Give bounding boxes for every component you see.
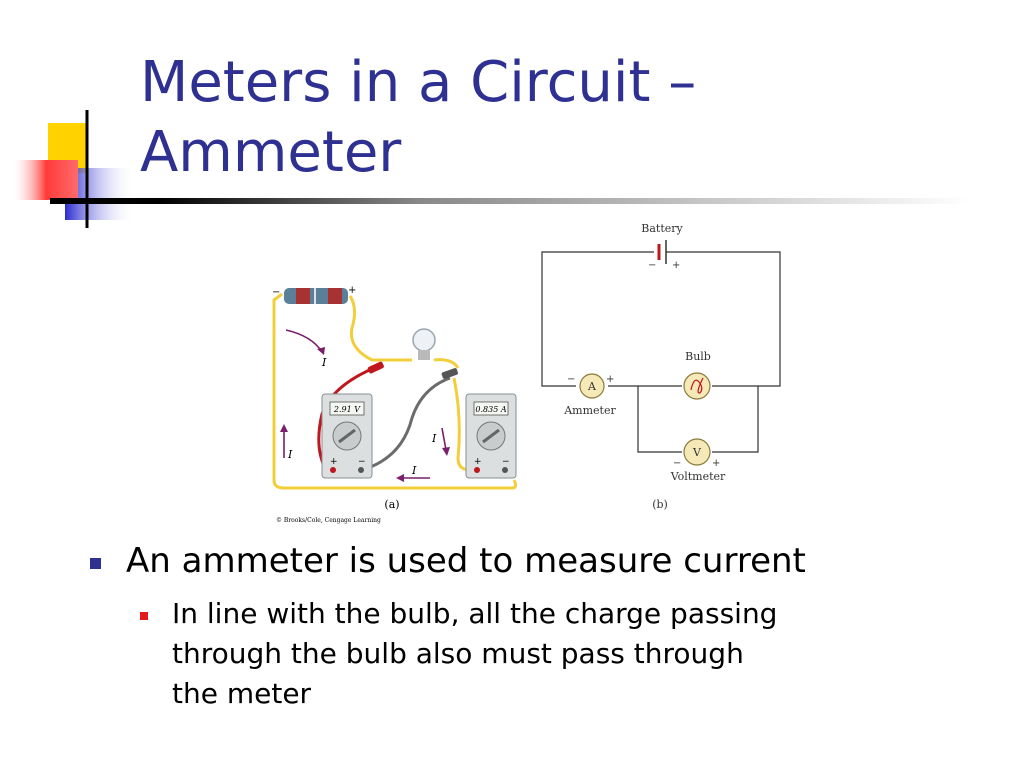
ammeter-minus-b: −: [567, 374, 575, 385]
current-label-left: I: [287, 448, 293, 461]
voltmeter-plus-a: +: [330, 457, 338, 467]
voltmeter-plus-b: +: [712, 458, 720, 469]
bullet-sub-line-2: through the bulb also must pass through: [172, 637, 744, 670]
title-underline: [50, 198, 970, 204]
current-label-right: I: [431, 432, 437, 445]
battery-label: Battery: [641, 222, 683, 235]
ammeter-symbol-circle: [579, 373, 605, 399]
corner-decoration: [10, 110, 140, 230]
bullet-sub: In line with the bulb, all the charge pa…: [172, 594, 952, 714]
ammeter-plus-b: +: [606, 374, 614, 385]
voltmeter-reading: 2.91 V: [333, 405, 361, 414]
voltmeter-minus-b: −: [673, 458, 681, 469]
circuit-figure-graphic: − + I I I I 2.91 V: [272, 222, 781, 524]
title-line-2: Ammeter: [140, 120, 402, 185]
ammeter-symbol: A: [587, 380, 597, 393]
ammeter-device: 0.835 A + −: [465, 393, 517, 479]
voltmeter-symbol-circle: [683, 438, 711, 466]
voltmeter-minus-a: −: [358, 457, 366, 467]
circuit-figure: − + I I I I 2.91 V: [262, 218, 802, 528]
battery-minus-b: −: [648, 260, 656, 271]
ammeter-reading: 0.835 A: [475, 405, 506, 414]
bullet-main: An ammeter is used to measure current: [126, 541, 806, 581]
bulb-a: [412, 328, 436, 352]
bullet-sub-line-3: the meter: [172, 677, 312, 710]
voltmeter-symbol: V: [692, 446, 702, 459]
figure-a-photo: − + I I I I 2.91 V: [272, 285, 518, 524]
battery-minus-a: −: [272, 287, 280, 298]
figure-b-schematic: [541, 240, 781, 466]
bullet-marker-main: [90, 558, 101, 569]
voltmeter-label: Voltmeter: [670, 470, 726, 483]
title-line-1: Meters in a Circuit –: [140, 50, 697, 115]
figure-b-labels: Battery − + Bulb A − + Ammeter V − + Vol…: [563, 222, 726, 511]
corner-decoration-graphic: [14, 110, 135, 228]
bullet-marker-sub: [140, 612, 148, 620]
ammeter-plus-a: +: [474, 457, 482, 467]
voltmeter-device: 2.91 V + −: [321, 393, 373, 479]
caption-b: (b): [652, 498, 668, 511]
bullet-sub-line-1: In line with the bulb, all the charge pa…: [172, 597, 778, 630]
bulb-label: Bulb: [685, 350, 711, 363]
caption-a: (a): [384, 498, 399, 511]
slide-title: Meters in a Circuit – Ammeter: [140, 48, 1000, 188]
bulb-symbol-circle: [683, 372, 711, 400]
copyright-credit: © Brooks/Cole, Cengage Learning: [276, 517, 381, 524]
battery-plus-b: +: [672, 260, 680, 271]
current-label-top: I: [321, 356, 327, 369]
ammeter-label: Ammeter: [563, 404, 616, 417]
current-label-bottom: I: [411, 464, 417, 477]
battery-plus-a: +: [348, 285, 356, 296]
ammeter-minus-a: −: [502, 457, 510, 467]
